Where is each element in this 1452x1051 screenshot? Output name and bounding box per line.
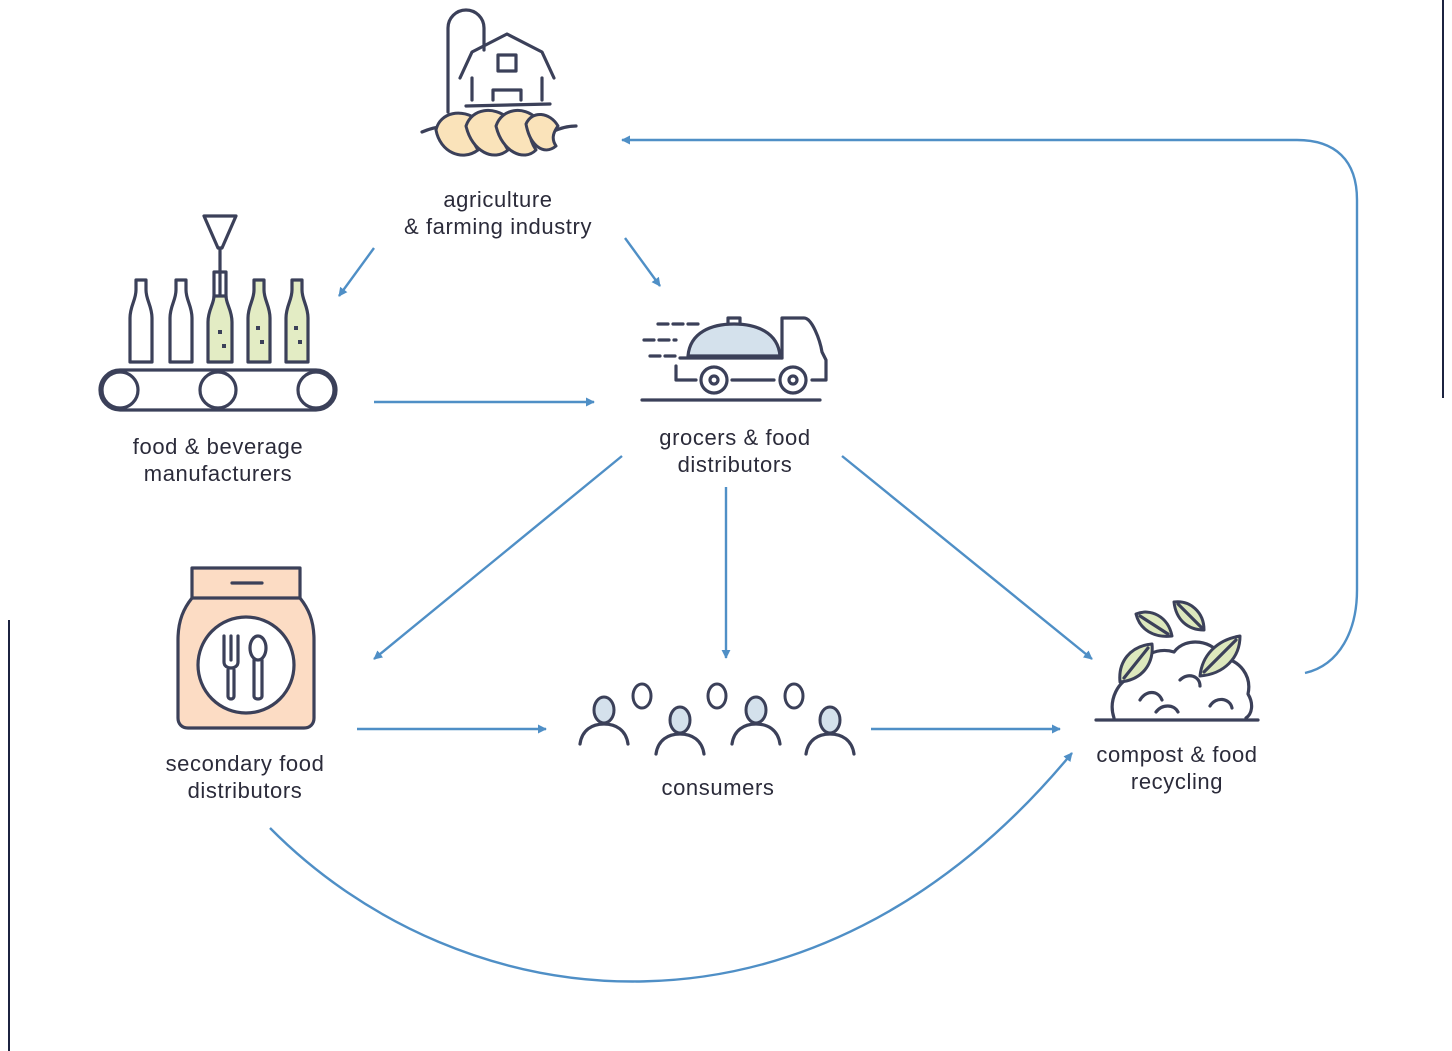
food-bag-utensils-icon [176,566,316,730]
group-of-people-icon [578,682,856,756]
bottling-conveyor-icon [98,214,338,412]
arrow-grocers-to-secondary [373,455,623,660]
arrow-compost-to-agriculture [621,135,1359,675]
agriculture-label-line-1: agriculture [443,187,552,212]
compost-pile-leaves-icon [1094,600,1260,722]
manufacturers-label-line-2: manufacturers [144,461,292,486]
grocers-label-line-1: grocers & food [659,425,810,450]
arrow-agriculture-to-manufacturers [338,247,375,297]
compost-label-line-2: recycling [1131,769,1223,794]
secondary-label-line-2: distributors [188,778,303,803]
agriculture-label-line-2: & farming industry [404,214,592,239]
manufacturers-label-line-1: food & beverage [133,434,303,459]
arrow-agriculture-to-grocers [624,237,661,287]
arrow-secondary-to-compost [269,752,1073,983]
left-frame-line [8,620,10,1051]
compost-label-line-1: compost & food [1096,742,1257,767]
grocers-label-line-2: distributors [678,452,793,477]
delivery-truck-cloche-icon [640,316,828,402]
right-frame-line [1442,0,1444,398]
consumers-label: consumers [662,775,775,800]
secondary-label-line-1: secondary food [166,751,325,776]
flow-arrows [269,135,1359,983]
arrow-grocers-to-compost [841,455,1093,660]
farm-barn-wheat-icon [420,8,578,157]
